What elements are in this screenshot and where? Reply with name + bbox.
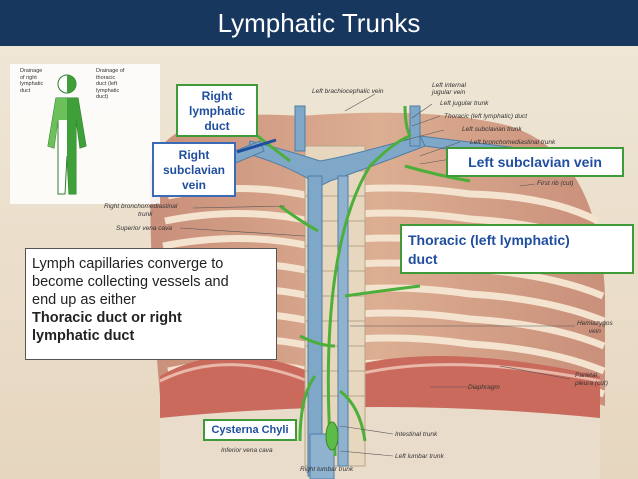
callout-line: duct: [408, 251, 438, 267]
label-left-internal-jugular-vein: Left internal jugular vein: [432, 82, 466, 96]
legend-right-line: Drainage: [20, 68, 43, 74]
callout-cisterna-chyli: Cysterna Chyli: [203, 419, 297, 441]
info-line-bold: lymphatic duct: [32, 328, 135, 344]
label-superior-vena-cava: Superior vena cava: [116, 225, 173, 232]
lymph-vessels: [254, 105, 471, 456]
legend-left-drainage: Drainage of thoracic duct (left lymphati…: [96, 68, 124, 101]
label-line: Left internal: [432, 82, 466, 89]
callout-line: vein: [181, 178, 206, 192]
label-parietal-pleura: Parietal pleura (cut): [575, 372, 608, 388]
label-line: Hemiazygos: [577, 320, 613, 327]
callout-line: duct: [204, 119, 230, 133]
legend-right-line: of right: [20, 74, 37, 81]
label-left-subclavian-trunk: Left subclavian trunk: [462, 126, 522, 133]
callout-line: Right: [178, 148, 210, 162]
label-left-bronchomediastinal-trunk: Left bronchomediastinal trunk: [470, 139, 556, 146]
label-thoracic-duct-small: Thoracic (left lymphatic) duct: [444, 113, 528, 120]
label-left-jugular-trunk: Left jugular trunk: [440, 100, 489, 107]
label-left-lumbar-trunk: Left lumbar trunk: [395, 453, 444, 460]
leader-line: [236, 138, 277, 154]
callout-thoracic-duct: Thoracic (left lymphatic) duct: [400, 224, 634, 274]
label-diaphragm: Diaphragm: [468, 384, 500, 391]
label-line: pleura (cut): [575, 380, 608, 387]
cisterna-chyli-shape: [325, 421, 339, 451]
label-leaders: [179, 93, 575, 457]
label-line: vein: [588, 328, 601, 335]
info-line: Lymph capillaries converge to: [32, 256, 224, 272]
label-first-rib: First rib (cut): [537, 180, 574, 187]
info-box: Lymph capillaries converge to become col…: [25, 248, 277, 360]
label-inferior-vena-cava: Inferior vena cava: [221, 447, 273, 454]
label-hemiazygos-vein: Hemiazygos vein: [577, 320, 613, 336]
callout-left-subclavian-vein: Left subclavian vein: [446, 147, 624, 177]
label-left-brachiocephalic-vein: Left brachiocephalic vein: [312, 88, 384, 95]
body-silhouette: [47, 74, 87, 195]
legend-right-line: duct: [20, 87, 31, 94]
callout-right-lymphatic-duct: Right lymphatic duct: [176, 84, 258, 137]
info-line: end up as either: [32, 292, 136, 308]
legend-right-line: lymphatic: [20, 81, 44, 87]
callout-line: Right: [201, 89, 233, 103]
legend-left-line: thoracic: [96, 74, 116, 81]
label-intestinal-trunk: Intestinal trunk: [395, 431, 438, 438]
label-line: jugular vein: [432, 89, 466, 96]
info-line-bold: Thoracic duct or right: [32, 310, 182, 326]
title-bar: [0, 0, 638, 46]
legend-right-drainage: Drainage of right lymphatic duct: [20, 68, 43, 94]
legend-left-line: duct): [96, 94, 109, 100]
legend-panel: [10, 64, 160, 204]
legend-left-line: Drainage of: [96, 68, 125, 74]
callout-line: lymphatic: [188, 104, 245, 118]
label-line: trunk: [138, 211, 153, 218]
callout-right-subclavian-vein: Right subclavian vein: [152, 142, 236, 197]
label-right-lumbar-trunk: Right lumbar trunk: [300, 466, 354, 473]
label-right-bronchomediastinal-trunk: Right bronchomediastinal trunk: [104, 203, 177, 219]
callout-line: subclavian: [162, 163, 226, 177]
label-line: Right bronchomediastinal: [104, 203, 178, 210]
info-line: become collecting vessels and: [32, 274, 229, 290]
label-line: Parietal: [575, 372, 598, 379]
page-title: Lymphatic Trunks: [217, 8, 421, 38]
legend-left-line: lymphatic: [96, 87, 120, 94]
legend-left-line: duct (left: [96, 81, 118, 87]
callout-line: Thoracic (left lymphatic): [408, 232, 570, 248]
